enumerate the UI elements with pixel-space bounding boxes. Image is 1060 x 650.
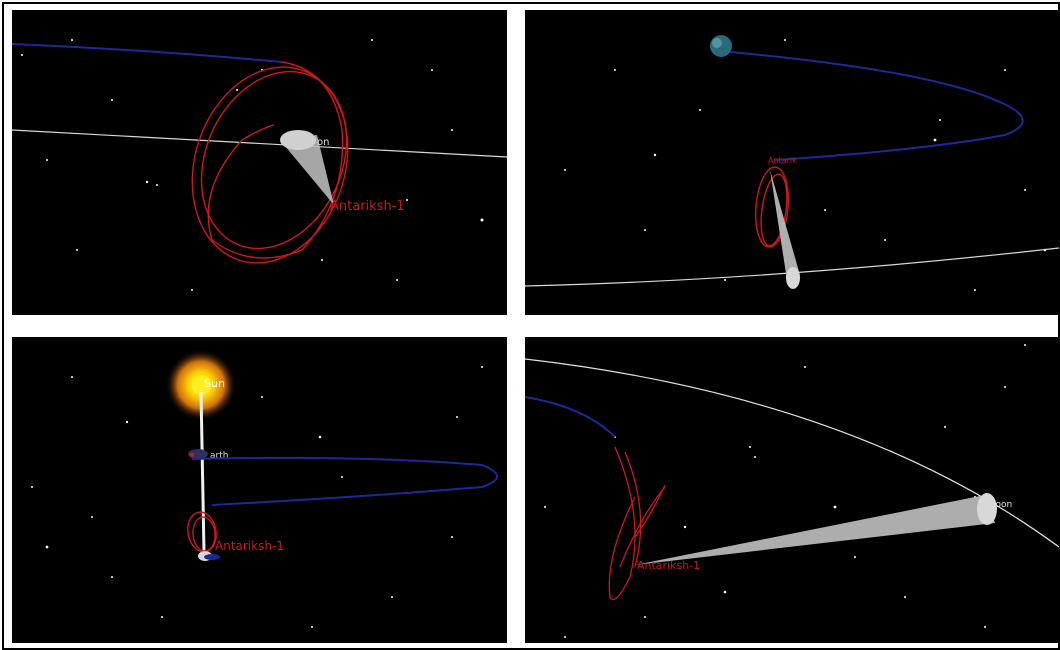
star-field	[564, 39, 1047, 291]
moon-body	[786, 267, 800, 289]
panel-top-left: on Antariksh-1	[12, 10, 507, 315]
panel-bottom-left-scene: Sun arth Antariksh-1	[31, 349, 498, 628]
spacecraft-label: Antariksh-1	[215, 539, 284, 553]
panel-bottom-right-scene: loon Antariksh-1	[525, 344, 1059, 638]
panel-top-right: Antarik	[525, 10, 1059, 315]
panel-top-right-scene: Antarik	[525, 35, 1059, 291]
sun-label: Sun	[204, 377, 225, 390]
moon-orbit	[525, 358, 1059, 548]
moon-orbit	[525, 247, 1059, 287]
earth-trajectory	[729, 51, 1024, 161]
sun-earth-moon-line	[199, 391, 206, 553]
spacecraft-label: Antarik	[768, 156, 797, 165]
star-field	[544, 344, 1026, 638]
spacecraft-orbit	[608, 446, 666, 601]
moon-body	[977, 493, 997, 525]
star-field	[21, 39, 484, 291]
shadow-cone	[635, 495, 995, 565]
moon-label: on	[317, 137, 329, 148]
moon-label: loon	[993, 500, 1012, 510]
shadow-cone	[770, 170, 800, 280]
spacecraft-orbit	[754, 166, 790, 248]
shadow-cone	[280, 135, 334, 205]
spacecraft-label: Antariksh-1	[637, 559, 700, 572]
earth-label: arth	[210, 451, 228, 461]
moon-body	[280, 130, 316, 150]
panel-bottom-left: Sun arth Antariksh-1	[12, 337, 507, 643]
spacecraft-orbit	[191, 61, 349, 264]
spacecraft-label: Antariksh-1	[330, 199, 405, 214]
moon-orbit	[12, 129, 507, 158]
earth-trajectory	[191, 456, 498, 506]
panel-top-left-scene: on Antariksh-1	[12, 39, 507, 291]
star-field	[31, 366, 483, 628]
earth-trajectory	[12, 43, 283, 63]
earth-trajectory	[525, 396, 616, 438]
sun-body	[191, 375, 211, 395]
panel-bottom-right: loon Antariksh-1	[525, 337, 1059, 643]
